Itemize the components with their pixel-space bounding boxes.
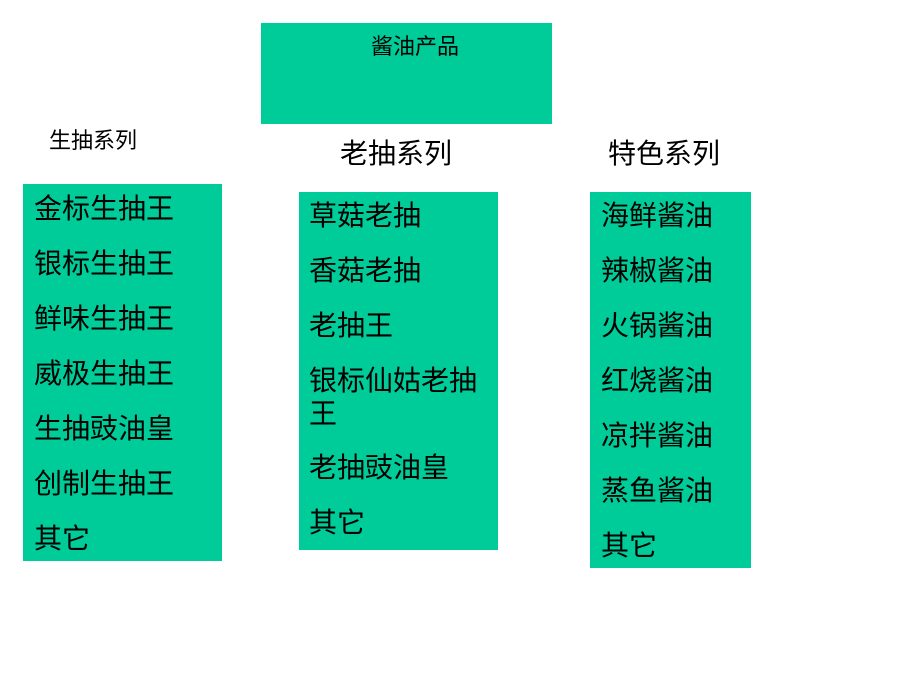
list-item: 蒸鱼酱油: [601, 474, 714, 507]
list-item: 金标生抽王: [34, 192, 175, 225]
root-node: 酱油产品: [261, 23, 552, 124]
list-item: 草菇老抽: [309, 199, 422, 232]
list-item: 红烧酱油: [601, 364, 714, 397]
list-item: 其它: [34, 522, 91, 555]
category-list-light-soy: 金标生抽王 银标生抽王 鲜味生抽王 威极生抽王 生抽豉油皇 创制生抽王 其它: [23, 184, 222, 561]
list-item: 火锅酱油: [601, 309, 714, 342]
list-item: 香菇老抽: [309, 254, 422, 287]
category-heading-light-soy: 生抽系列: [49, 129, 138, 154]
category-list-specialty: 海鲜酱油 辣椒酱油 火锅酱油 红烧酱油 凉拌酱油 蒸鱼酱油 其它: [590, 192, 751, 568]
list-item: 老抽豉油皇: [309, 451, 450, 484]
list-item: 创制生抽王: [34, 467, 175, 500]
list-item: 生抽豉油皇: [34, 412, 175, 445]
category-list-dark-soy: 草菇老抽 香菇老抽 老抽王 银标仙姑老抽王 老抽豉油皇 其它: [299, 192, 498, 550]
list-item: 鲜味生抽王: [34, 302, 175, 335]
list-item: 银标生抽王: [34, 247, 175, 280]
list-item: 银标仙姑老抽王: [309, 364, 478, 430]
root-node-label: 酱油产品: [371, 35, 460, 60]
list-item: 威极生抽王: [34, 357, 175, 390]
list-item: 凉拌酱油: [601, 419, 714, 452]
list-item: 其它: [601, 529, 658, 562]
category-heading-dark-soy: 老抽系列: [340, 137, 453, 170]
list-item: 辣椒酱油: [601, 254, 714, 287]
category-heading-specialty: 特色系列: [608, 137, 721, 170]
list-item: 海鲜酱油: [601, 199, 714, 232]
list-item: 老抽王: [309, 309, 394, 342]
list-item: 其它: [309, 506, 366, 539]
